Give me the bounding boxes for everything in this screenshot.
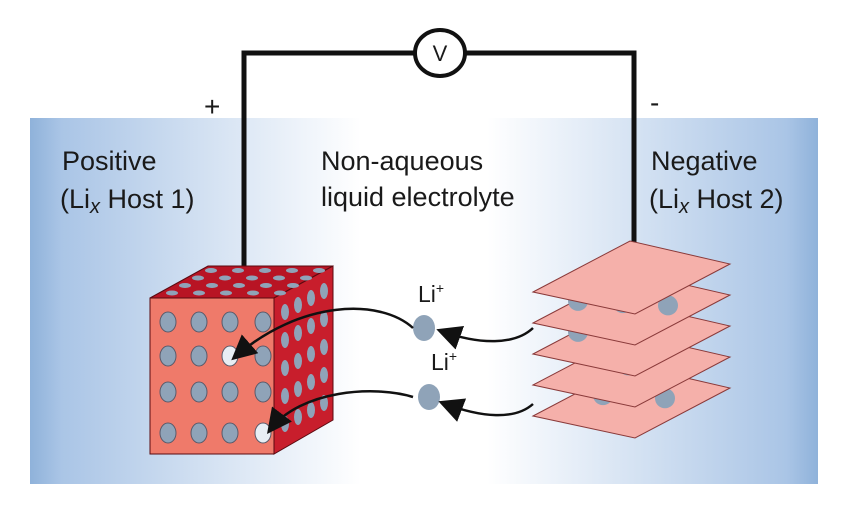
arrow-host2-to-electrolyte-2 [438,398,534,422]
li-site [190,422,208,444]
li-site-top [220,290,232,296]
li-site-top [300,275,312,281]
li-site-top [287,283,299,288]
negative-electrode-layers [531,240,732,439]
electrolyte-title: Non-aqueous [321,146,483,176]
li-site-side [294,297,302,313]
li-site [254,381,272,403]
li-site-side [281,388,289,404]
li-site-top [205,268,217,273]
li-site-side [281,304,289,320]
li-site-side [320,367,328,383]
li-site-top [273,275,285,281]
li-site-top [193,290,205,296]
li-site-side [294,381,302,397]
li-site-top [247,290,259,296]
li-ion-dot [418,384,440,410]
li-site-top [313,268,325,273]
li-site-side [307,374,315,390]
li-site [159,345,177,367]
li-site-top [246,275,258,281]
li-site-side [281,332,289,348]
li-site-top [232,268,244,273]
vacant-site [254,422,272,444]
intercalated-li [658,295,678,316]
li-site [190,381,208,403]
li-site [221,381,239,403]
li-site-side [294,409,302,425]
li-site-side [307,318,315,334]
li-site [159,422,177,444]
ion-migration-arrows [231,307,534,434]
li-site-top [206,283,218,288]
li-site-top [166,290,178,296]
arrow-electrolyte-to-host1-2 [266,390,414,434]
li-site-top [259,268,271,273]
li-site-top [219,275,231,281]
li-ion-label-2: Li+ [431,348,457,375]
li-site-top [179,283,191,288]
li-site-top [260,283,272,288]
li-site-side [294,353,302,369]
li-site-side [307,402,315,418]
li-site-side [294,325,302,341]
voltmeter-label: V [433,41,448,66]
li-site-side [307,290,315,306]
li-site [254,311,272,333]
li-site-top [233,283,245,288]
li-site-side [281,360,289,376]
li-site [221,311,239,333]
positive-electrode-title: Positive [62,146,157,176]
li-site [159,311,177,333]
li-site-side [320,395,328,411]
external-circuit [241,50,637,268]
plus-sign: + [204,91,220,122]
positive-electrode-subtitle: (Lix Host 1) [60,184,195,218]
li-ion-dot [413,315,435,341]
li-site [254,345,272,367]
arrow-host2-to-electrolyte-1 [436,325,534,350]
minus-sign: - [650,87,659,118]
host-layer [531,240,732,315]
negative-electrode-subtitle: (Lix Host 2) [649,184,784,218]
arrow-electrolyte-to-host1-1 [231,307,414,361]
electrolyte-subtitle: liquid electrolyte [321,182,515,212]
li-ion-2: Li+ [418,348,457,410]
li-site-top [286,268,298,273]
positive-electrode-cube [149,265,334,455]
li-site [190,311,208,333]
li-ion-label-1: Li+ [418,280,444,307]
li-ion-1: Li+ [413,280,444,341]
voltmeter: V [413,28,467,78]
li-site [190,345,208,367]
li-site-top [274,290,286,296]
negative-electrode-title: Negative [651,146,758,176]
li-site [221,422,239,444]
li-site-side [320,283,328,299]
li-site-side [320,339,328,355]
li-site-top [192,275,204,281]
li-site-side [320,311,328,327]
li-site-side [307,346,315,362]
li-site [159,381,177,403]
